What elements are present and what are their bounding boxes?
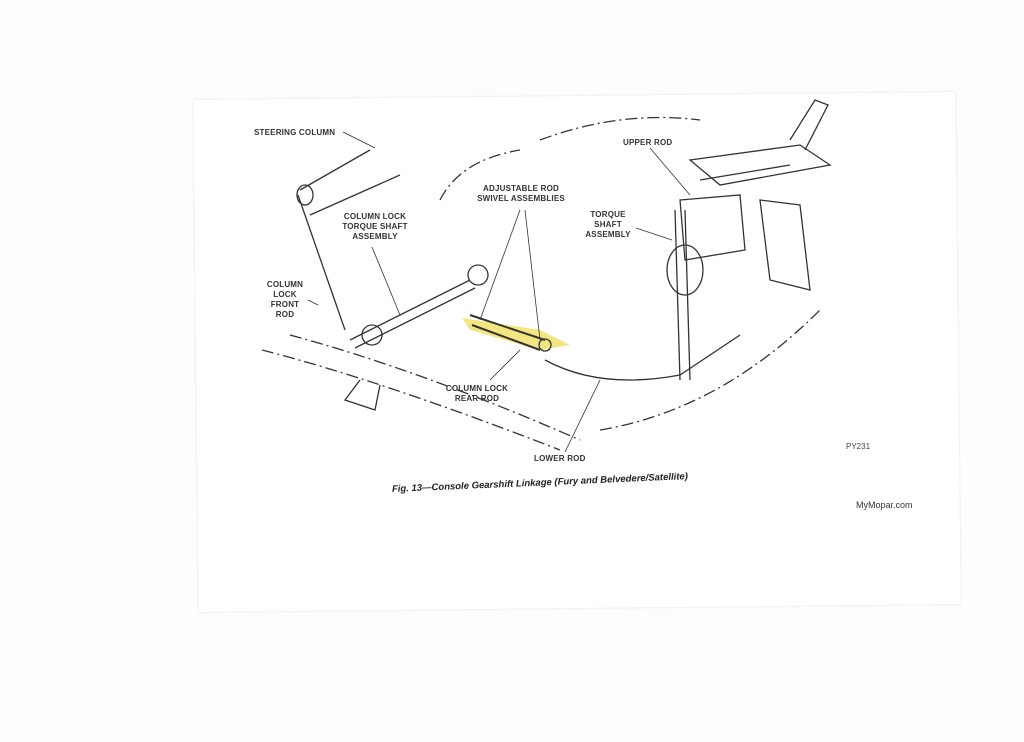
torque-shaft — [343, 264, 489, 411]
label-upper-rod: UPPER ROD — [623, 138, 673, 147]
label-steering-column: STEERING COLUMN — [254, 128, 336, 137]
label-torque-shaft-assembly: TORQUE SHAFT ASSEMBLY — [585, 210, 631, 239]
floor-lines — [261, 116, 821, 451]
highlight-swivel — [462, 318, 570, 350]
steering-column — [296, 149, 401, 331]
label-column-lock-rear-rod: COLUMN LOCK REAR ROD — [445, 384, 509, 403]
figure-code: PY231 — [846, 442, 871, 451]
label-column-lock-torque-shaft: COLUMN LOCK TORQUE SHAFT ASSEMBLY — [342, 212, 408, 241]
label-adjustable-rod-swivel: ADJUSTABLE ROD SWIVEL ASSEMBLIES — [477, 184, 565, 203]
source-watermark: MyMopar.com — [856, 500, 913, 510]
rear-rod — [469, 314, 552, 352]
console-shifter — [544, 99, 832, 381]
leader-lines — [307, 131, 691, 453]
label-lower-rod: LOWER ROD — [534, 454, 586, 463]
label-column-lock-front-rod: COLUMN LOCK FRONT ROD — [266, 280, 304, 319]
